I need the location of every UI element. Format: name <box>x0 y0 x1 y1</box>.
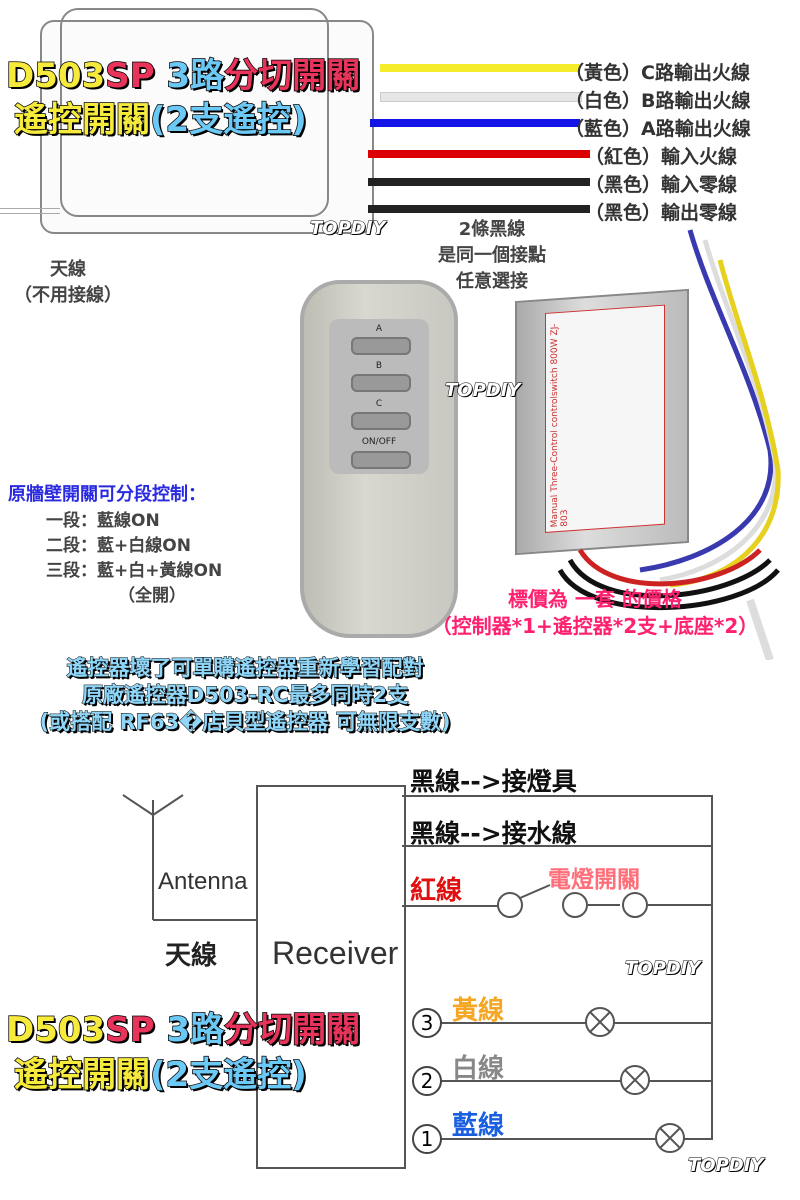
stage-control-note: 原牆壁開關可分段控制： 一段：藍線ON 二段：藍+白線ON 三段：藍+白+黃線O… <box>8 480 222 606</box>
note-line: 遙控器壞了可單購遙控器重新學習配對 <box>66 656 424 681</box>
wire-red <box>368 150 590 158</box>
button-panel: A B C ON/OFF <box>329 319 429 474</box>
antenna-icon <box>122 794 258 921</box>
receiver-box <box>256 785 406 1169</box>
price-note: 標價為 一套 的價格 （控制器*1+遙控器*2支+底座*2） <box>395 586 795 640</box>
black-wire-2-label: 黑線-->接水線 <box>410 819 577 848</box>
ch1-line <box>440 1138 712 1140</box>
wire-black-out <box>368 205 590 213</box>
watermark: TOPDIY <box>687 1155 764 1177</box>
watermark: TOPDIY <box>309 218 386 240</box>
title-part: (2支遙控) <box>149 99 307 141</box>
channel-3-marker: 3 <box>412 1008 442 1038</box>
title-part: 分切開關 <box>223 55 361 97</box>
red-line <box>402 905 502 907</box>
title-part: (2支遙控) <box>149 1054 307 1096</box>
title-part: 3路 <box>166 1009 225 1051</box>
note-line: (或搭配 RF63�店貝型遙控器 可無限支數) <box>39 710 451 735</box>
title-part: 遙控開關 <box>13 99 151 141</box>
stage-item: 二段：藍+白線ON <box>46 536 191 556</box>
button-label: A <box>375 324 383 334</box>
wire-yellow <box>380 64 580 72</box>
antenna-wire <box>0 208 60 214</box>
wire-white <box>380 92 582 102</box>
model: D503 <box>5 1009 106 1051</box>
note-line: 天線 <box>50 259 86 280</box>
note-line: 任意選接 <box>456 271 528 292</box>
antenna-label: Antenna <box>158 868 248 895</box>
wire-label: （紅色）輸入火線 <box>585 146 738 168</box>
title-part: 3路 <box>166 55 225 97</box>
note-line: （控制器*1+遙控器*2支+底座*2） <box>431 614 759 638</box>
note-line: 標價為 一套 的價格 <box>508 587 682 611</box>
note-line: 是同一個接點 <box>438 245 546 266</box>
lamp-icons <box>585 1007 685 1153</box>
remote-button-a <box>351 337 411 355</box>
note-line: （不用接線） <box>14 285 122 306</box>
stages-heading: 原牆壁開關可分段控制： <box>8 484 206 505</box>
title-line1: D503SP 3路分切開關 <box>5 55 361 97</box>
channel-2-marker: 2 <box>412 1066 442 1096</box>
watermark: TOPDIY <box>624 958 701 980</box>
antenna-note: 天線 （不用接線） <box>14 255 122 307</box>
wire-label: （白色）B路輸出火線 <box>565 90 751 112</box>
model-suffix: SP <box>104 55 155 97</box>
remote-button-b <box>351 374 411 392</box>
black-line-2 <box>402 845 712 847</box>
stage-item: （全開） <box>118 586 186 606</box>
model: D503 <box>5 55 106 97</box>
button-label: ON/OFF <box>361 437 397 447</box>
blue-wire-label: 藍線 <box>452 1111 505 1141</box>
black-wire-1-label: 黑線-->接燈具 <box>410 767 577 796</box>
wire-label: （藍色）A路輸出火線 <box>565 118 751 140</box>
title-line2-bottom: 遙控開關(2支遙控) <box>13 1054 307 1096</box>
ch2-line <box>440 1080 712 1082</box>
remote-replacement-note: 遙控器壞了可單購遙控器重新學習配對 原廠遙控器D503-RC最多同時2支 (或搭… <box>0 655 490 736</box>
yellow-wire-label: 黃線 <box>452 996 505 1026</box>
common-vertical <box>711 795 713 1140</box>
wire-black-in <box>368 178 590 186</box>
device-wires <box>557 229 781 660</box>
antenna-cn-label: 天線 <box>165 941 218 971</box>
channel-1-marker: 1 <box>412 1124 442 1154</box>
wire-label: （黑色）輸出零線 <box>585 202 738 224</box>
receiver-label: Receiver <box>272 935 399 971</box>
controller-outline <box>40 20 374 234</box>
white-wire-label: 白線 <box>452 1054 505 1084</box>
wire-blue <box>370 119 580 127</box>
ch3-line <box>440 1022 712 1024</box>
model-suffix: SP <box>104 1009 155 1051</box>
switch-symbol <box>497 884 712 918</box>
red-wire-label: 紅線 <box>410 876 463 906</box>
stage-item: 三段：藍+白+黃線ON <box>46 561 223 581</box>
button-label: B <box>375 361 383 371</box>
wire-label: （黑色）輸入零線 <box>585 174 738 196</box>
stage-item: 一段：藍線ON <box>46 511 160 531</box>
note-line: 原廠遙控器D503-RC最多同時2支 <box>81 683 409 708</box>
remote-control: A B C ON/OFF <box>300 280 458 638</box>
button-label: C <box>375 399 383 409</box>
wire-label: （黃色）C路輸出火線 <box>565 62 750 84</box>
title-line2: 遙控開關(2支遙控) <box>13 99 307 141</box>
title-part: 遙控開關 <box>13 1054 151 1096</box>
controller-inner <box>60 8 329 217</box>
black-line-1 <box>402 795 712 797</box>
title-line1-bottom: D503SP 3路分切開關 <box>5 1009 361 1051</box>
light-switch-label: 電燈開關 <box>548 867 640 893</box>
remote-button-onoff <box>351 451 411 469</box>
watermark: TOPDIY <box>444 380 521 402</box>
black-wire-note: 2條黑線 是同一個接點 任意選接 <box>412 215 572 293</box>
remote-button-c <box>351 412 411 430</box>
note-line: 2條黑線 <box>458 219 526 240</box>
title-part: 分切開關 <box>223 1009 361 1051</box>
